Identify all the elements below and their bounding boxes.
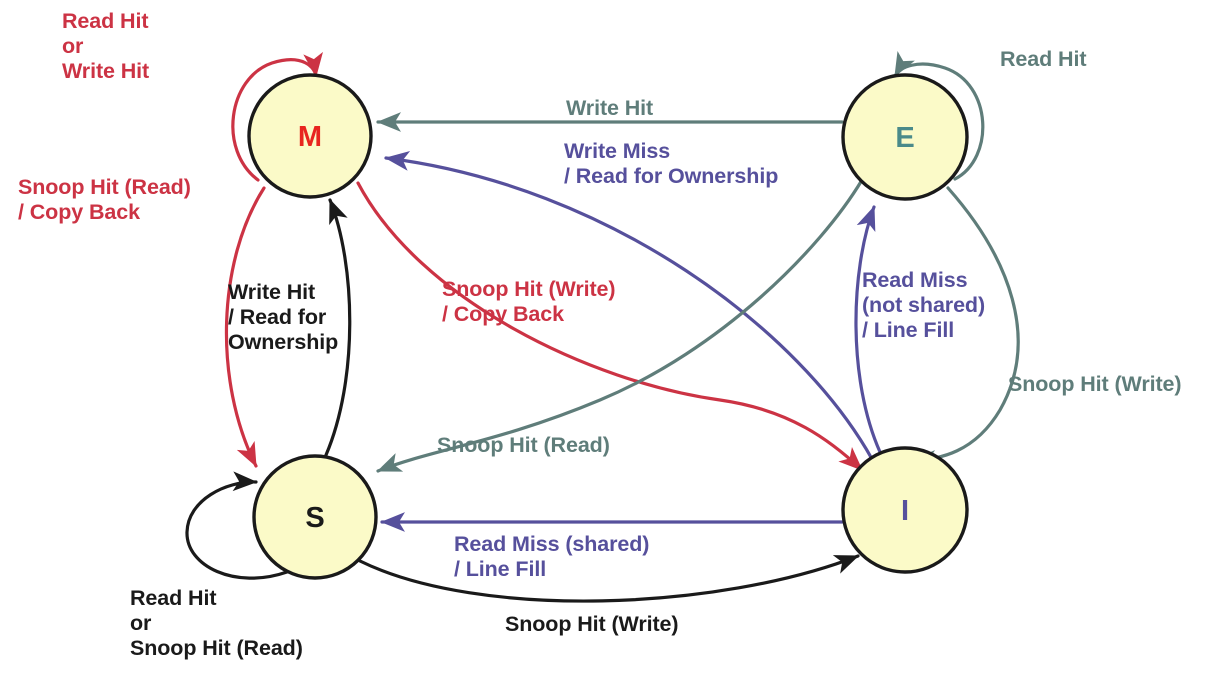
edge-s-to-i bbox=[358, 554, 860, 603]
edge-i-to-m bbox=[384, 151, 874, 461]
edge-label-i-to-e: Read Miss (not shared) / Line Fill bbox=[862, 268, 986, 342]
edge-m-to-i bbox=[356, 181, 864, 472]
edge-label-e-to-i: Snoop Hit (Write) bbox=[1008, 372, 1182, 396]
edge-s-to-m bbox=[324, 198, 352, 457]
node-i-circle[interactable] bbox=[841, 446, 969, 574]
edge-label-m-to-s: Snoop Hit (Read) / Copy Back bbox=[18, 175, 191, 224]
edge-label-e-to-m: Write Hit bbox=[566, 96, 654, 120]
edge-label-m-to-i: Snoop Hit (Write) / Copy Back bbox=[442, 277, 616, 326]
edge-label-s-to-m: Write Hit / Read for Ownership bbox=[228, 280, 339, 354]
edge-e-to-i bbox=[910, 186, 1020, 470]
edge-e-self bbox=[893, 51, 985, 181]
edge-m-self bbox=[231, 51, 323, 182]
node-e-circle[interactable] bbox=[841, 73, 969, 201]
edge-label-m-self: Read Hit or Write Hit bbox=[62, 9, 150, 83]
edge-label-e-to-s: Snoop Hit (Read) bbox=[437, 433, 610, 457]
node-s-label: S bbox=[305, 502, 324, 534]
edge-label-s-self: Read Hit or Snoop Hit (Read) bbox=[130, 586, 303, 660]
edge-label-s-to-i: Snoop Hit (Write) bbox=[505, 612, 679, 636]
edge-i-to-e bbox=[854, 205, 882, 454]
edge-e-to-s bbox=[376, 178, 864, 473]
edge-label-i-to-m: Write Miss / Read for Ownership bbox=[564, 139, 779, 188]
node-s-circle[interactable] bbox=[252, 454, 378, 580]
node-m-label: M bbox=[298, 121, 322, 153]
node-e-label: E bbox=[895, 122, 914, 154]
edge-m-to-s bbox=[224, 186, 266, 468]
node-m-circle[interactable] bbox=[247, 73, 373, 199]
node-i-label: I bbox=[901, 495, 909, 527]
edge-label-e-self: Read Hit bbox=[1000, 47, 1087, 71]
edge-s-self bbox=[185, 471, 289, 580]
edge-label-i-to-s: Read Miss (shared) / Line Fill bbox=[454, 532, 650, 581]
